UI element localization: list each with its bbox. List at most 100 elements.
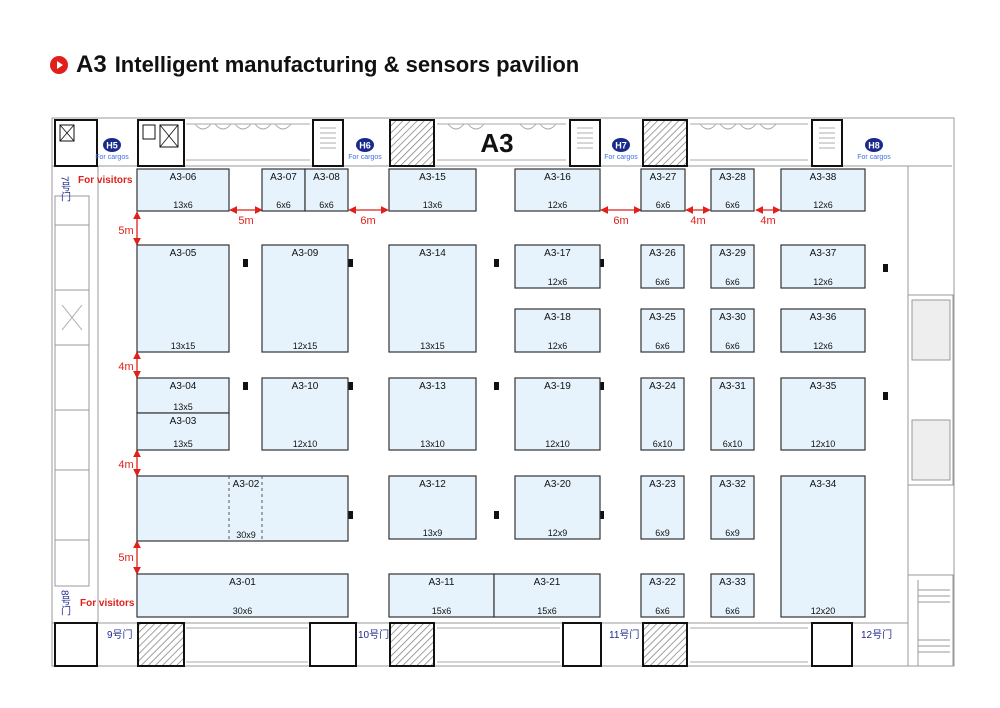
gate-9[interactable]: 9号门 xyxy=(107,628,133,641)
booth-a3-13[interactable]: A3-13 13x10 xyxy=(388,377,477,451)
booth-id: A3-09 xyxy=(292,248,319,259)
booth-id: A3-29 xyxy=(719,248,746,259)
booth-rect xyxy=(640,308,685,353)
booth-rect xyxy=(640,475,685,540)
top-corridor-lines xyxy=(186,123,808,161)
booth-id: A3-25 xyxy=(649,312,676,323)
booth-id: A3-11 xyxy=(429,577,455,588)
booth-rect xyxy=(261,244,349,353)
dim-label-3: 6m xyxy=(613,215,628,227)
booth-id: A3-20 xyxy=(544,479,571,490)
booth-id: A3-22 xyxy=(649,577,676,588)
gate-10[interactable]: 10号门 xyxy=(358,628,389,641)
booth-id: A3-13 xyxy=(419,381,446,392)
booth-size: 15x6 xyxy=(537,606,557,616)
booth-rect xyxy=(136,412,230,451)
booth-id: A3-30 xyxy=(719,312,746,323)
booth-rect xyxy=(514,308,601,353)
booth-size: 12x6 xyxy=(813,277,833,287)
booth-id: A3-18 xyxy=(544,312,571,323)
booth-rect xyxy=(388,475,477,540)
hoist-id: H6 xyxy=(359,141,371,151)
booth-id: A3-07 xyxy=(270,172,297,183)
booth-size: 6x6 xyxy=(725,277,740,287)
booth-a3-07[interactable]: A3-07 6x6 xyxy=(261,168,306,212)
booth-id: A3-35 xyxy=(810,381,837,392)
booth-id: A3-26 xyxy=(649,248,676,259)
entrance-8[interactable]: 8号门 For visitors xyxy=(59,590,135,616)
top-service-strip xyxy=(54,119,843,167)
booth-size: 6x6 xyxy=(276,200,291,210)
booth-rect xyxy=(780,244,866,289)
hoist-label: For cargos xyxy=(348,154,382,161)
booth-rect xyxy=(640,168,686,212)
gate-8-label: 8号门 xyxy=(59,590,71,616)
booth-rect xyxy=(710,573,755,618)
entrance-7[interactable]: 7号门 For visitors xyxy=(59,175,133,202)
gate-12[interactable]: 12号门 xyxy=(861,628,892,641)
booth-size: 13x6 xyxy=(173,200,193,210)
booth-id: A3-12 xyxy=(419,479,446,490)
gate-11[interactable]: 11号门 xyxy=(609,628,639,641)
hoist-id: H5 xyxy=(106,141,118,151)
play-arrow-icon xyxy=(50,56,68,74)
dimension-markers xyxy=(133,206,781,575)
booth-size: 6x10 xyxy=(653,439,673,449)
booth-size: 12x6 xyxy=(548,200,568,210)
hoist-label: For cargos xyxy=(604,154,638,161)
booth-size: 13x10 xyxy=(420,439,445,449)
booth-id: A3-36 xyxy=(810,312,837,323)
booth-a3-29[interactable]: A3-29 6x6 xyxy=(710,244,755,289)
dim-label-9: 5m xyxy=(118,552,133,564)
booth-rect xyxy=(710,244,755,289)
booth-id: A3-32 xyxy=(719,479,746,490)
booth-size: 12x10 xyxy=(293,439,318,449)
booth-rect xyxy=(261,168,306,212)
booth-rect xyxy=(388,244,477,353)
booth-size: 6x6 xyxy=(725,200,740,210)
booth-rect xyxy=(136,244,230,353)
booth-rect xyxy=(388,168,477,212)
booth-rect xyxy=(640,377,685,451)
